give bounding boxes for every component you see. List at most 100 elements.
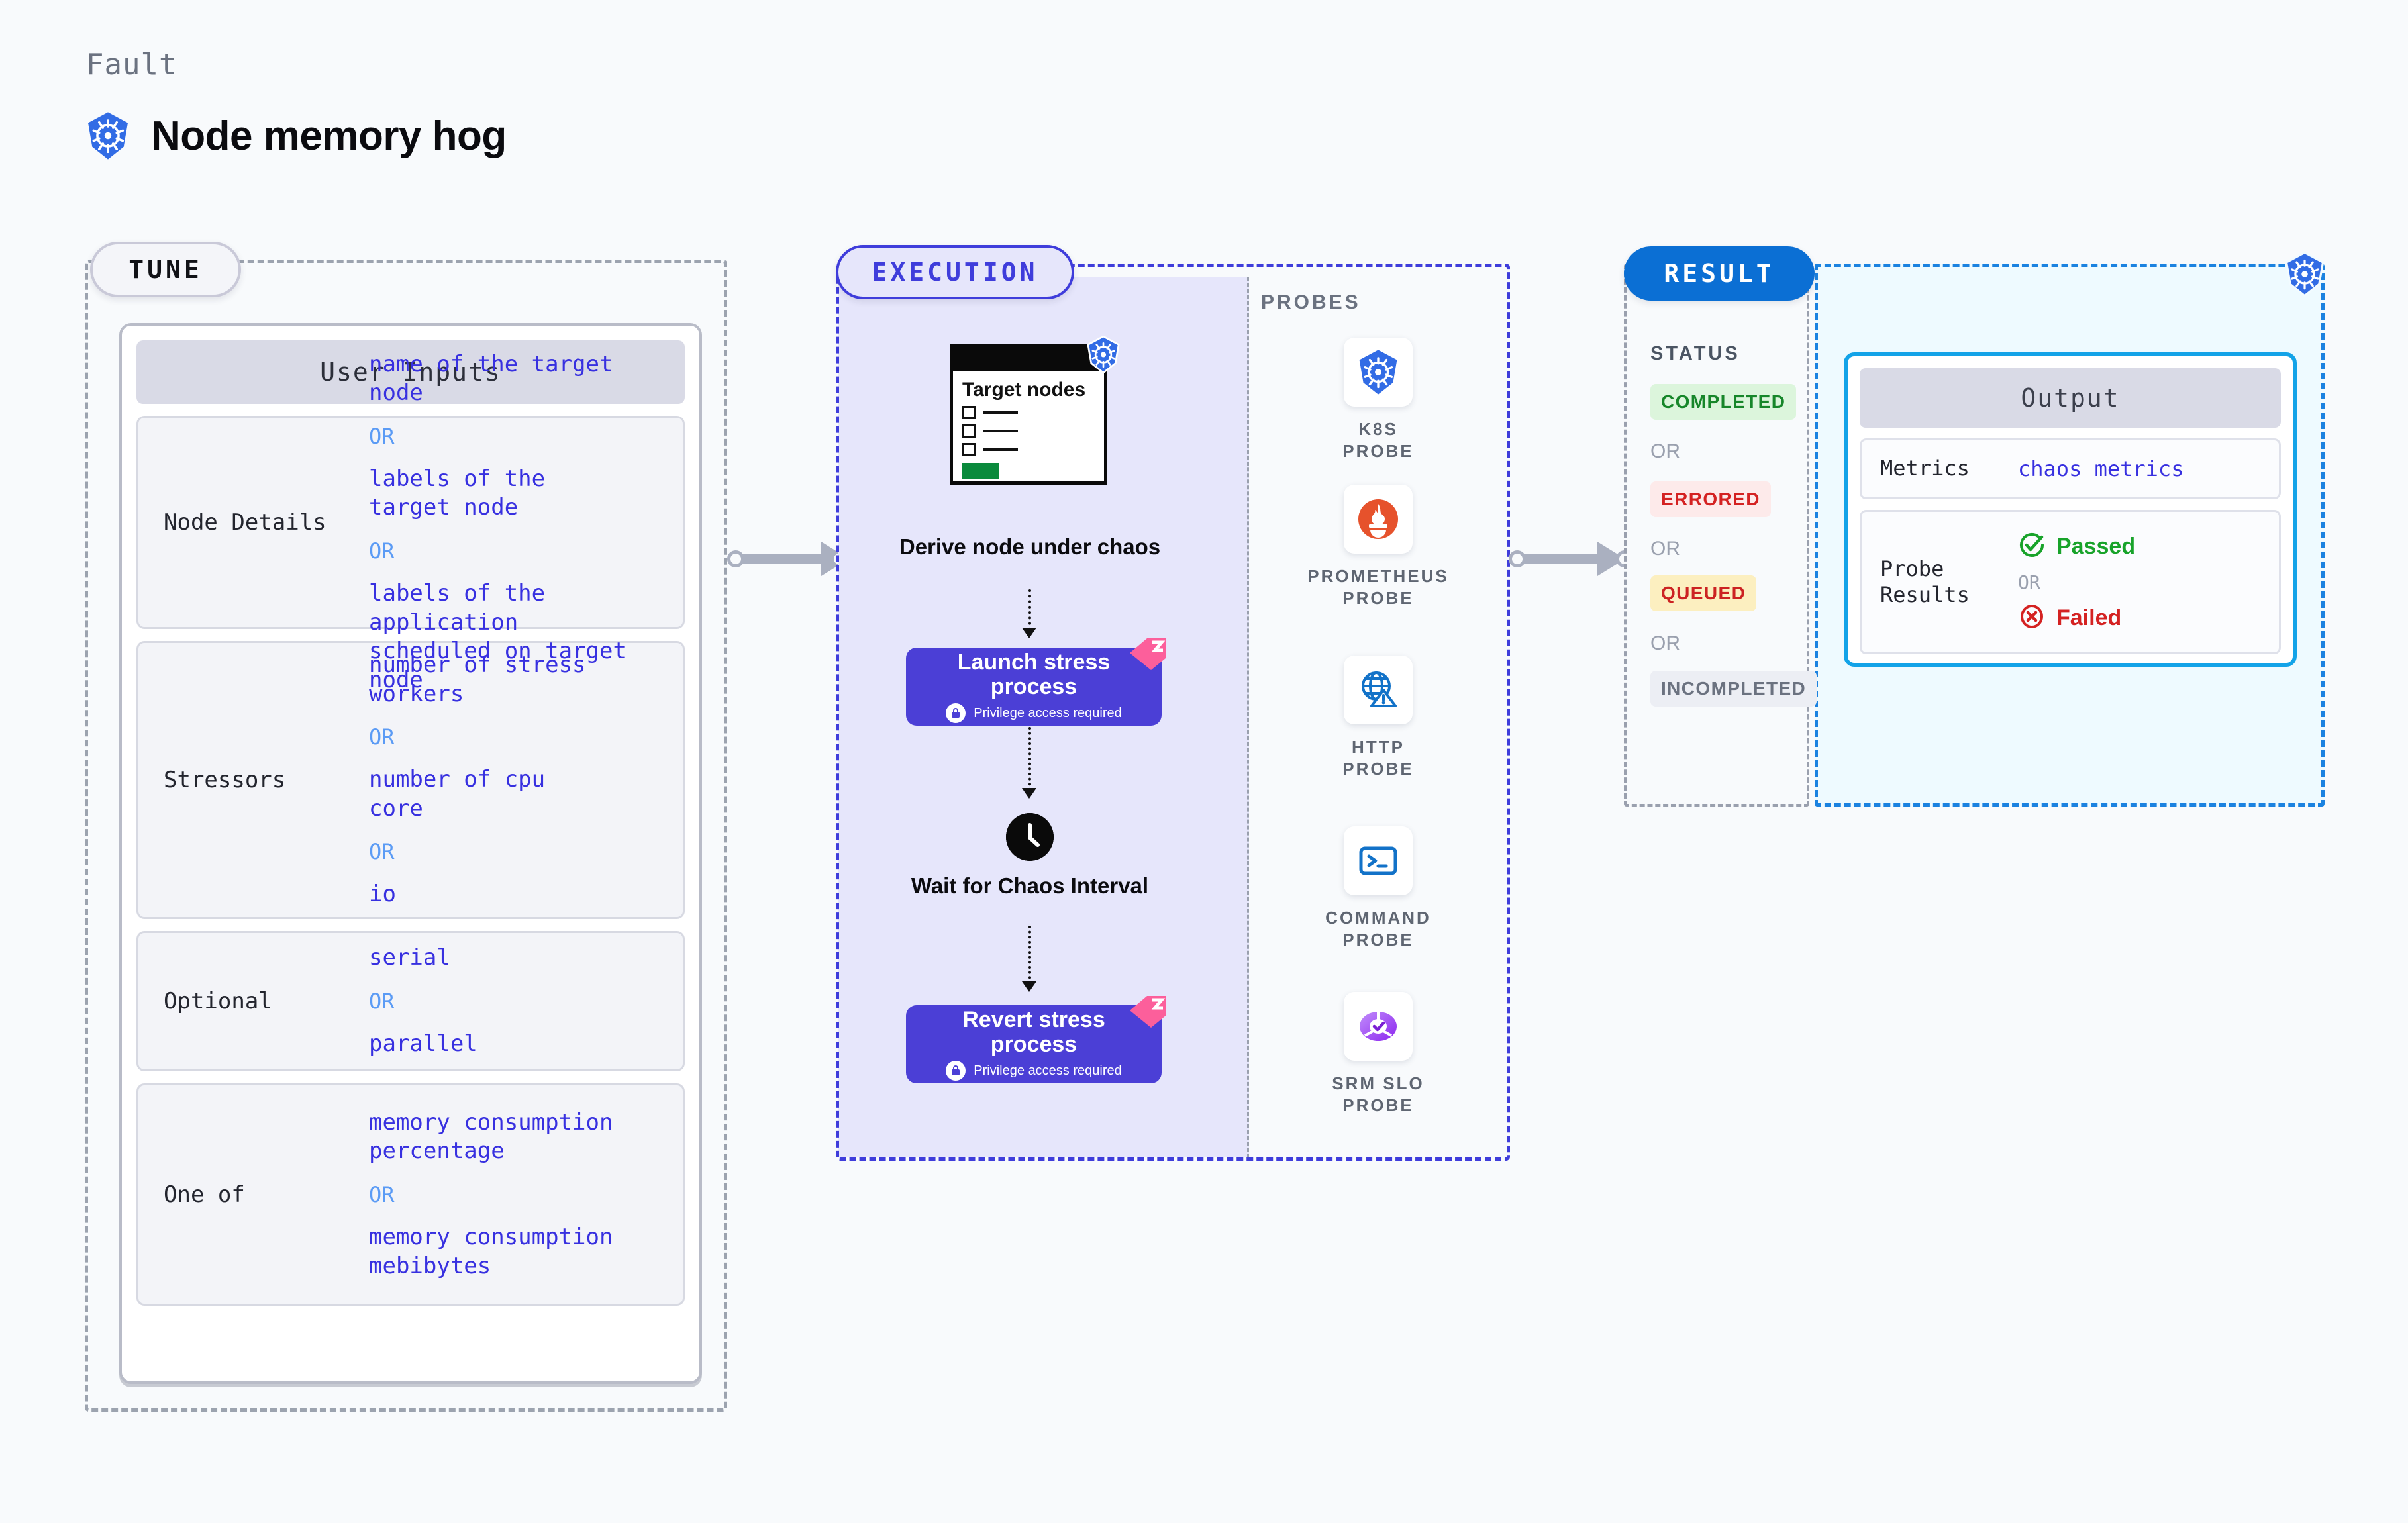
output-row-probe-results: Probe Results Passed OR [1860,510,2281,654]
failed-label: Failed [2056,605,2122,630]
input-row-one-of: One of memory consumption percentage OR … [136,1083,685,1306]
kubernetes-icon [85,111,131,160]
status-separator: OR [1650,538,1680,560]
output-title: Output [1860,368,2281,428]
row-value: serial [369,944,450,971]
list-item [962,443,1104,457]
passed-label: Passed [2056,533,2136,559]
kubernetes-icon [2283,251,2326,300]
fault-title-row: Node memory hog [85,111,507,160]
placeholder-line [983,430,1018,433]
list-item [962,406,1104,420]
status-title: STATUS [1650,343,1740,364]
row-separator: OR [369,538,395,564]
globe-warning-icon [1344,656,1413,724]
probe-label: SRM SLO PROBE [1332,1073,1425,1116]
flow-arrow [1022,628,1036,638]
step-title: Launch stress process [957,649,1111,699]
flow-arrow [1022,788,1036,799]
input-row-node-details: Node Details name of the target node OR … [136,351,685,693]
wait-interval-caption: Wait for Chaos Interval [911,873,1149,898]
privilege-text: Privilege access required [974,1063,1122,1078]
row-value: labels of the target node [369,465,546,521]
step-title: Revert stress process [962,1007,1105,1057]
output-row-metrics: Metrics chaos metrics [1860,438,2281,499]
card-titlebar [953,348,1104,371]
probe-command[interactable]: COMMAND PROBE [1322,826,1434,952]
placeholder-line [983,411,1018,415]
input-row-stressors: Stressors number of stress workers OR nu… [136,641,685,919]
slo-donut-icon [1344,992,1413,1061]
privilege-text: Privilege access required [974,705,1122,720]
status-badge-completed: COMPLETED [1650,384,1797,420]
kubernetes-icon [1085,335,1121,377]
row-value: number of stress workers [369,652,586,707]
probe-label: COMMAND PROBE [1325,908,1431,950]
terminal-icon [1344,826,1413,895]
row-value: memory consumption mebibytes [369,1224,613,1279]
privilege-note: Privilege access required [946,1061,1122,1081]
lock-icon [946,703,966,724]
derive-node-caption: Derive node under chaos [899,534,1161,559]
status-badge-errored: ERRORED [1650,481,1771,517]
probe-srm-slo[interactable]: SRM SLO PROBE [1322,992,1434,1117]
probe-separator: OR [2018,571,2040,593]
lock-icon [946,1061,966,1081]
clock-icon [1006,813,1054,861]
checkbox-icon [962,443,976,457]
flow-line [1028,589,1031,630]
row-value: memory consumption percentage [369,1108,613,1165]
tune-pill[interactable]: TUNE [90,242,241,297]
row-value: number of cpu core [369,766,546,822]
row-label: Optional [164,988,272,1014]
input-row-optional: Optional serial OR parallel [136,931,685,1071]
privilege-note: Privilege access required [946,703,1122,724]
row-value: labels of the application scheduled on t… [369,580,627,693]
ribbon-icon [1130,996,1166,1028]
list-item [962,424,1104,438]
tune-container [85,260,727,1412]
ribbon-icon [1130,638,1166,670]
row-label: Metrics [1880,456,1970,481]
execution-container [836,264,1510,1161]
status-separator: OR [1650,440,1680,462]
row-value: parallel [369,1030,477,1057]
status-separator: OR [1650,632,1680,654]
row-separator: OR [369,839,395,865]
output-card: Output Metrics chaos metrics Probe Resul… [1844,352,2297,667]
probe-label: PROMETHEUS PROBE [1307,566,1449,609]
row-label: Node Details [164,509,326,536]
probe-passed: Passed [2018,531,2135,562]
probe-prometheus[interactable]: PROMETHEUS PROBE [1307,485,1447,610]
result-pill[interactable]: RESULT [1624,246,1815,301]
revert-stress-box[interactable]: Revert stress process Privilege access r… [906,996,1166,1083]
probe-http[interactable]: HTTP PROBE [1322,656,1434,781]
row-separator: OR [369,989,395,1014]
probe-label: HTTP PROBE [1342,737,1414,779]
user-inputs-card: User Inputs Node Details name of the tar… [119,323,702,1384]
page-title: Node memory hog [151,113,507,159]
row-separator: OR [369,1182,395,1207]
row-value: name of the target node [369,350,613,407]
probe-failed: Failed [2018,603,2135,634]
row-separator: OR [369,423,395,449]
prometheus-icon [1344,485,1413,554]
target-nodes-title: Target nodes [962,379,1086,401]
status-badge-incompleted: INCOMPLETED [1650,671,1817,707]
metrics-value: chaos metrics [2018,456,2184,481]
row-label: Probe Results [1880,556,1970,607]
confirm-button [962,463,999,479]
row-separator: OR [369,724,395,750]
row-label: One of [164,1181,245,1208]
x-circle-icon [2018,603,2046,634]
execution-pill[interactable]: EXECUTION [836,245,1074,299]
probe-k8s[interactable]: K8S PROBE [1322,338,1434,463]
user-inputs-title: User Inputs [136,340,685,404]
flow-line [1028,727,1031,791]
target-nodes-card: Target nodes [950,335,1120,485]
result-status-container [1624,264,1809,807]
row-value: io [369,881,396,908]
launch-stress-box[interactable]: Launch stress process Privilege access r… [906,638,1166,726]
placeholder-line [983,448,1018,452]
